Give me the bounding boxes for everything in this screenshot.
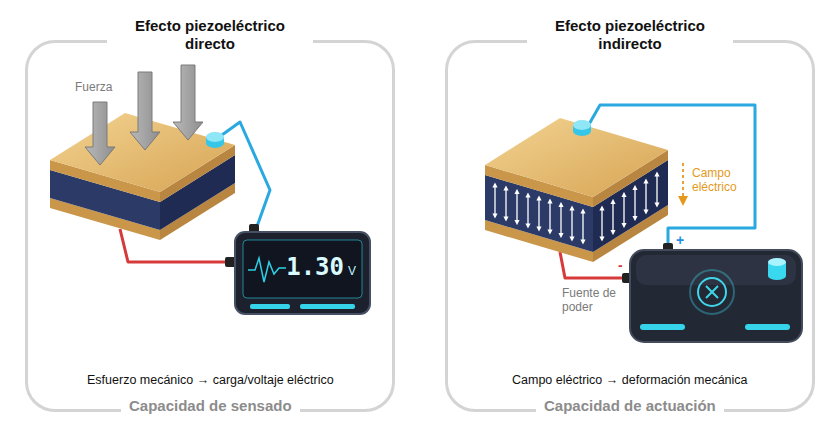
- polarity-sign: +: [676, 232, 684, 248]
- panel-caption: Esfuerzo mecánico → carga/voltaje eléctr…: [87, 372, 334, 388]
- piezo-stack-actuator: [485, 118, 668, 262]
- power-supply-label: Fuente de poder: [562, 286, 624, 314]
- voltmeter-body: [235, 232, 370, 314]
- effect-panel: Efecto piezoeléctrico indirectoCampo elé…: [445, 40, 815, 412]
- force-label: Fuerza: [75, 80, 112, 94]
- power-supply: [630, 250, 802, 342]
- voltage-reading: 1.30: [286, 253, 344, 281]
- polarity-sign: -: [618, 257, 623, 273]
- panel-heading: Efecto piezoeléctrico indirecto: [527, 17, 733, 53]
- field-arrow: [678, 163, 688, 206]
- effect-panel: Efecto piezoeléctrico directoEsfuerzo me…: [25, 40, 395, 412]
- capability-label: Capacidad de actuación: [536, 395, 724, 417]
- capability-label: Capacidad de sensado: [121, 395, 300, 417]
- panel-heading: Efecto piezoeléctrico directo: [107, 17, 313, 53]
- panel-caption: Campo eléctrico → deformación mecánica: [512, 372, 748, 388]
- voltage-unit: V: [348, 264, 356, 278]
- field-label: Campo eléctrico: [692, 166, 752, 194]
- voltmeter: 1.30 V: [235, 232, 370, 314]
